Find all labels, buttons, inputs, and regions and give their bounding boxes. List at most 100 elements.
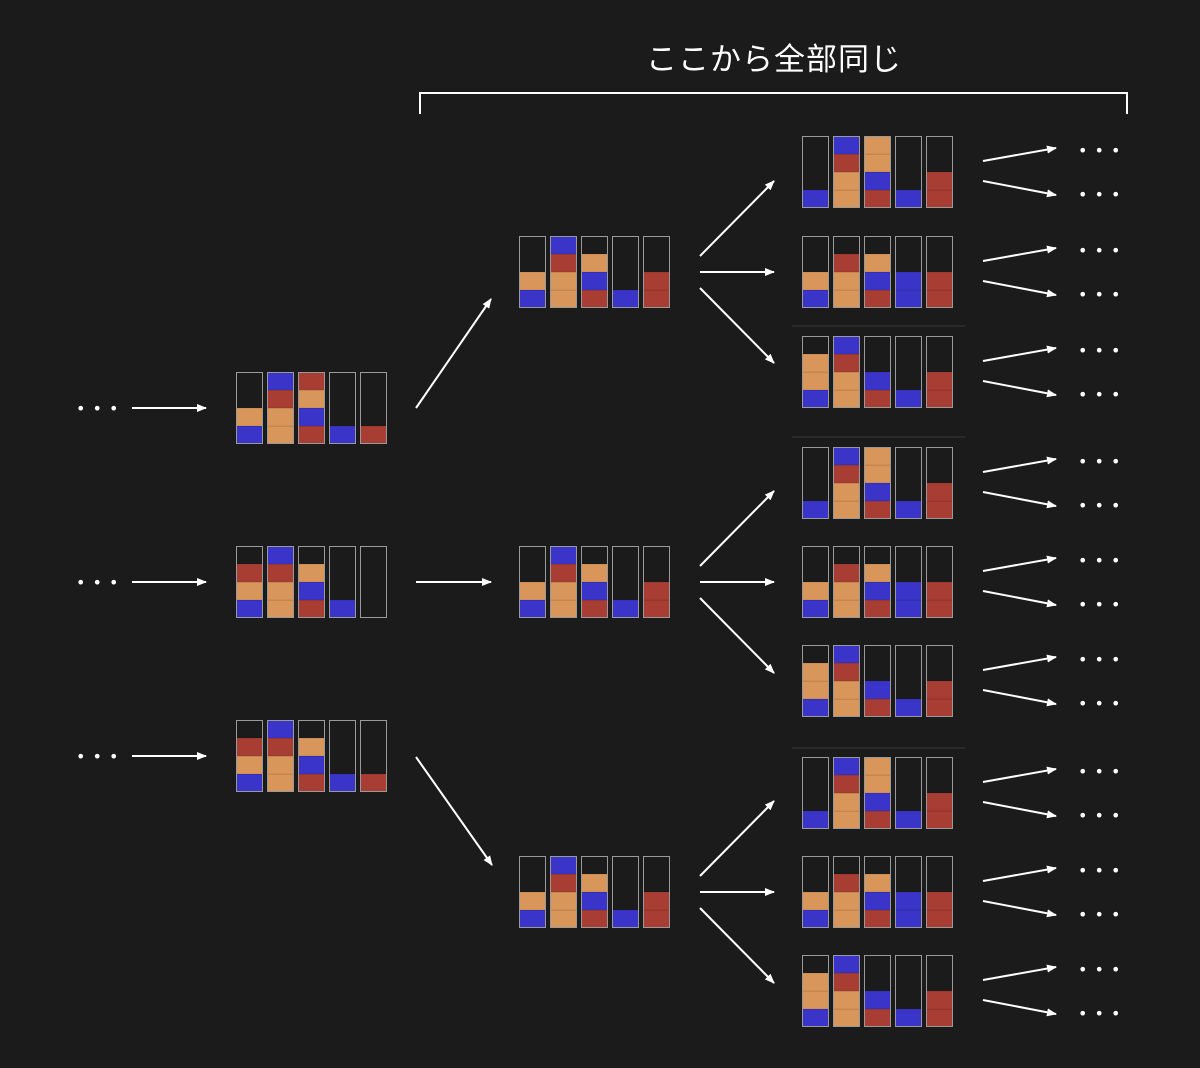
header-label: ここから全部同じ (646, 42, 902, 78)
ball-orange (832, 599, 861, 619)
arrow-out-up-3 (982, 345, 1057, 362)
ball-orange (832, 271, 861, 291)
tube (801, 546, 830, 619)
ball-red (863, 500, 892, 520)
tube (801, 447, 830, 520)
tube (832, 546, 861, 619)
arrow-middle-3-down (699, 907, 775, 984)
ball-red (832, 972, 861, 992)
tube (925, 136, 954, 209)
state-right-1 (801, 135, 954, 209)
ball-orange (266, 407, 295, 427)
ball-red (297, 425, 326, 445)
tube (894, 546, 923, 619)
ball-red (925, 500, 954, 520)
tube-outline (802, 336, 829, 408)
ball-red (266, 563, 295, 583)
ball-blue (894, 271, 923, 291)
ball-red (925, 680, 954, 700)
ball-orange (801, 680, 830, 700)
tube (894, 955, 923, 1028)
ball-red (642, 599, 671, 619)
ball-red (580, 599, 609, 619)
tube-outline (298, 720, 325, 792)
ball-blue (801, 810, 830, 830)
arrow-out-down-4 (982, 491, 1057, 509)
tube (863, 135, 892, 209)
ball-red (266, 389, 295, 409)
tube-outline (519, 856, 546, 928)
ball-red (235, 563, 264, 583)
state-right-7 (801, 756, 954, 830)
ball-blue (801, 1008, 830, 1028)
tube (518, 546, 547, 619)
ball-red (925, 271, 954, 291)
tube-outline (329, 720, 356, 792)
ellipsis-right-top-8: • • • (1078, 861, 1121, 880)
arrow-left-to-middle-3 (415, 756, 493, 866)
ball-blue (832, 756, 861, 776)
tube (801, 336, 830, 409)
ball-orange (863, 873, 892, 893)
ellipsis-right-top-6: • • • (1078, 650, 1121, 669)
ball-blue (266, 719, 295, 739)
ball-red (863, 698, 892, 718)
tube-outline (802, 645, 829, 717)
ball-red (549, 873, 578, 893)
ellipsis-right-top-3: • • • (1078, 341, 1121, 360)
arrow-out-up-5 (982, 555, 1057, 572)
arrow-out-up-2 (982, 245, 1057, 262)
tube-outline (833, 955, 860, 1027)
tube-outline (643, 236, 670, 308)
ball-orange (549, 581, 578, 601)
ball-blue (328, 425, 357, 445)
ball-blue (894, 698, 923, 718)
tube-outline (833, 136, 860, 208)
ball-red (925, 482, 954, 502)
ball-orange (832, 891, 861, 911)
state-left-2 (235, 545, 387, 619)
tube-outline (833, 336, 860, 408)
tube-outline (895, 136, 922, 208)
tube (863, 756, 892, 830)
tube (832, 856, 861, 929)
tube-background (360, 546, 387, 618)
ball-orange (518, 891, 547, 911)
ball-red (832, 774, 861, 794)
tube (925, 856, 954, 929)
ball-blue (863, 482, 892, 502)
ball-red (642, 271, 671, 291)
ball-orange (235, 581, 264, 601)
ball-blue (863, 171, 892, 191)
ball-blue (549, 545, 578, 565)
ball-blue (235, 773, 264, 793)
arrow-out-down-7 (982, 801, 1057, 819)
tube-outline (864, 955, 891, 1027)
ball-orange (863, 756, 892, 776)
ball-orange (266, 755, 295, 775)
ball-orange (549, 891, 578, 911)
ball-orange (266, 425, 295, 445)
tube (832, 954, 861, 1028)
ball-orange (549, 599, 578, 619)
tube-outline (643, 546, 670, 618)
ball-red (832, 464, 861, 484)
ellipsis-right-bottom-7: • • • (1078, 806, 1121, 825)
ball-red (832, 153, 861, 173)
tube-outline (612, 546, 639, 618)
tube-outline (895, 856, 922, 928)
tube-outline (267, 546, 294, 618)
tube (925, 546, 954, 619)
ball-orange (580, 563, 609, 583)
tube (894, 336, 923, 409)
tube-outline (236, 546, 263, 618)
ball-blue (863, 680, 892, 700)
ball-blue (801, 698, 830, 718)
tube (863, 236, 892, 309)
tube-outline (895, 447, 922, 519)
arrow-left-to-middle-1 (415, 298, 492, 409)
ellipsis-right-bottom-1: • • • (1078, 185, 1121, 204)
tube-outline (236, 372, 263, 444)
ball-red (925, 1008, 954, 1028)
